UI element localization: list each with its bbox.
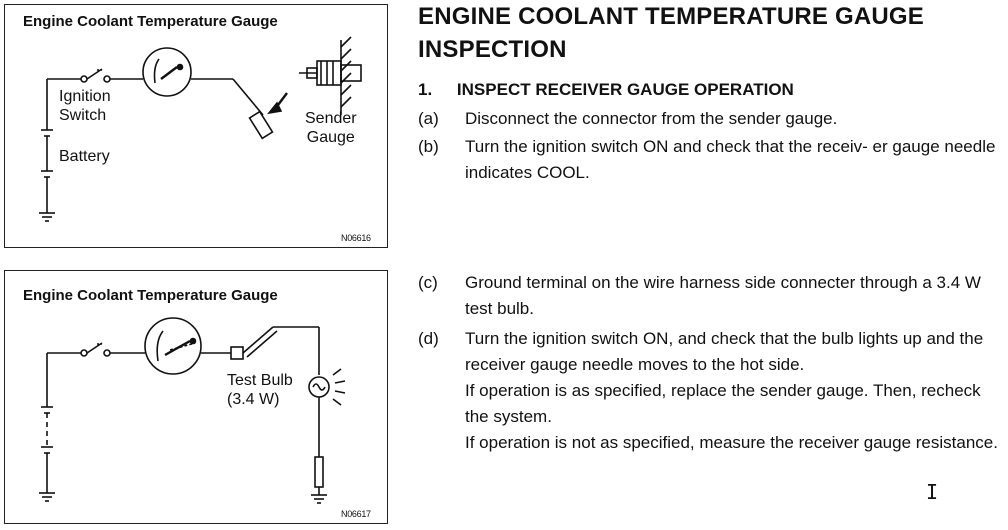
battery-label: Battery [59, 148, 110, 165]
item-tag: (a) [418, 109, 439, 128]
page-heading: ENGINE COOLANT TEMPERATURE GAUGE INSPECT… [418, 3, 924, 63]
figure-1-title: Engine Coolant Temperature Gauge [23, 13, 278, 30]
item-text: Turn the ignition switch ON, and check t… [465, 329, 984, 374]
item-b: (b) Turn the ignition switch ON and chec… [418, 134, 998, 186]
item-tag: (c) [418, 273, 438, 292]
step-1: 1. INSPECT RECEIVER GAUGE OPERATION [418, 80, 794, 100]
item-text: Disconnect the connector from the sender… [465, 109, 838, 128]
item-tag: (b) [418, 137, 439, 156]
item-tag: (d) [418, 329, 439, 348]
figure-2-title: Engine Coolant Temperature Gauge [23, 287, 278, 304]
sender-gauge-label: Sender Gauge [305, 110, 357, 146]
figure-1-diagram [39, 36, 362, 222]
item-text: Ground terminal on the wire harness side… [465, 273, 981, 318]
test-bulb-label: Test Bulb (3.4 W) [227, 372, 293, 408]
item-a: (a) Disconnect the connector from the se… [418, 106, 998, 132]
figure-2-panel: Engine Coolant Temperature Gauge Test Bu… [4, 270, 388, 524]
item-text: If operation is as specified, replace th… [465, 381, 981, 426]
item-text: If operation is not as specified, measur… [465, 433, 998, 452]
figure-1-panel: Engine Coolant Temperature Gauge Ignitio… [4, 4, 388, 248]
item-text: Turn the ignition switch ON and check th… [465, 137, 996, 182]
figure-1-id: N06616 [341, 233, 371, 243]
figure-2-diagram [39, 317, 346, 504]
text-cursor-icon: I [926, 480, 939, 504]
item-c: (c) Ground terminal on the wire harness … [418, 270, 998, 322]
figure-2-id: N06617 [341, 509, 371, 519]
step-title: INSPECT RECEIVER GAUGE OPERATION [456, 80, 794, 99]
item-d: (d) Turn the ignition switch ON, and che… [418, 326, 998, 456]
ignition-switch-label: Ignition Switch [59, 88, 111, 124]
step-number: 1. [418, 80, 433, 99]
